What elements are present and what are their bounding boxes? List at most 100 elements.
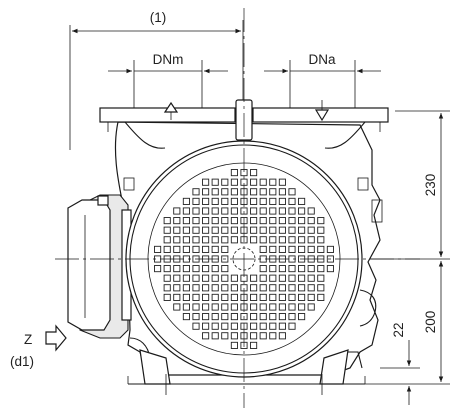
vent-opening: [163, 226, 171, 234]
vent-opening: [250, 197, 258, 205]
vent-opening: [230, 332, 238, 340]
vent-opening: [250, 322, 258, 330]
vent-opening: [269, 274, 277, 282]
vent-opening: [211, 178, 219, 186]
vent-opening: [250, 188, 258, 196]
vent-opening: [211, 274, 219, 282]
overall-width-label: (1): [150, 10, 167, 25]
vent-opening: [163, 284, 171, 292]
vent-opening: [317, 217, 325, 225]
vent-opening: [211, 236, 219, 244]
vent-opening: [269, 284, 277, 292]
z-connection-arrow: Z (d1): [10, 324, 67, 369]
vent-opening: [288, 274, 296, 282]
vent-opening: [307, 284, 315, 292]
vent-opening: [221, 197, 229, 205]
vent-opening: [269, 188, 277, 196]
vent-opening: [288, 313, 296, 321]
vent-opening: [288, 188, 296, 196]
vent-opening: [269, 265, 277, 273]
vent-opening: [278, 226, 286, 234]
vent-opening: [259, 332, 267, 340]
vent-opening: [269, 236, 277, 244]
vent-opening: [173, 303, 181, 311]
vent-opening: [278, 313, 286, 321]
vent-opening: [259, 265, 267, 273]
vent-opening: [288, 236, 296, 244]
vent-opening: [298, 293, 306, 301]
vent-opening: [221, 188, 229, 196]
vent-opening: [192, 293, 200, 301]
vent-opening: [230, 169, 238, 177]
vent-opening: [192, 322, 200, 330]
vent-opening: [211, 265, 219, 273]
d1-label: (d1): [10, 354, 34, 369]
vent-opening: [221, 274, 229, 282]
vent-opening: [173, 274, 181, 282]
flange-plate: [99, 99, 389, 141]
vent-opening: [202, 274, 210, 282]
vent-opening: [278, 265, 286, 273]
vent-opening: [192, 265, 200, 273]
vent-opening: [182, 207, 190, 215]
vent-opening: [269, 293, 277, 301]
vent-opening: [182, 274, 190, 282]
vent-opening: [288, 293, 296, 301]
vent-opening: [288, 207, 296, 215]
vent-opening: [269, 178, 277, 186]
vent-opening: [259, 188, 267, 196]
vent-opening: [202, 322, 210, 330]
vent-opening: [307, 293, 315, 301]
vent-opening: [259, 245, 267, 253]
vent-opening: [211, 217, 219, 225]
vent-opening: [211, 188, 219, 196]
vent-opening: [250, 313, 258, 321]
vent-opening: [278, 236, 286, 244]
vent-opening: [211, 197, 219, 205]
vent-opening: [192, 197, 200, 205]
overall-width-dimension: (1): [69, 10, 244, 150]
vent-opening: [288, 197, 296, 205]
vent-opening: [202, 178, 210, 186]
vent-opening: [182, 236, 190, 244]
vent-opening: [192, 245, 200, 253]
vent-opening: [221, 178, 229, 186]
vent-opening: [192, 236, 200, 244]
vent-opening: [259, 178, 267, 186]
vent-opening: [154, 265, 162, 273]
vent-opening: [163, 265, 171, 273]
vent-opening: [278, 217, 286, 225]
vent-opening: [250, 293, 258, 301]
vent-opening: [259, 303, 267, 311]
vent-opening: [259, 313, 267, 321]
vent-opening: [317, 293, 325, 301]
vent-opening: [192, 188, 200, 196]
height-dimensions: 230 200 22: [350, 110, 450, 405]
height-22-label: 22: [391, 322, 406, 337]
vent-opening: [278, 188, 286, 196]
vent-opening: [230, 341, 238, 349]
vent-opening: [182, 303, 190, 311]
vent-opening: [250, 274, 258, 282]
vent-opening: [278, 245, 286, 253]
vent-opening: [278, 293, 286, 301]
vent-opening: [163, 274, 171, 282]
vent-opening: [298, 207, 306, 215]
vent-opening: [221, 293, 229, 301]
height-200-label: 200: [423, 311, 438, 334]
vent-opening: [317, 265, 325, 273]
vent-opening: [298, 197, 306, 205]
vent-opening: [250, 303, 258, 311]
vent-opening: [307, 303, 315, 311]
vent-opening: [278, 197, 286, 205]
vent-opening: [221, 303, 229, 311]
dna-label: DNa: [308, 52, 335, 67]
vent-opening: [202, 332, 210, 340]
vent-opening: [182, 217, 190, 225]
vent-opening: [269, 332, 277, 340]
vent-opening: [317, 236, 325, 244]
vent-opening: [250, 207, 258, 215]
vent-opening: [230, 217, 238, 225]
dnm-dimension: DNm: [108, 52, 228, 110]
vent-opening: [259, 217, 267, 225]
